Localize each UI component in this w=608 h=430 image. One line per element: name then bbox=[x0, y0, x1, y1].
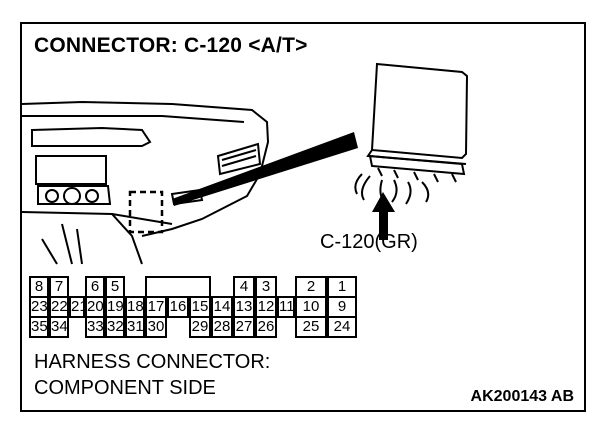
figure-code: AK200143 AB bbox=[470, 388, 574, 405]
connector-pin: 15 bbox=[189, 296, 211, 318]
connector-pin: 28 bbox=[211, 316, 233, 338]
connector-pin-number: 18 bbox=[127, 298, 144, 315]
connector-pin: 33 bbox=[85, 316, 105, 338]
connector-pin-number: 22 bbox=[51, 298, 68, 315]
connector-pin: 4 bbox=[233, 276, 255, 298]
connector-pin: 14 bbox=[211, 296, 233, 318]
connector-pin-number: 25 bbox=[302, 318, 320, 335]
connector-pin: 25 bbox=[295, 316, 327, 338]
connector-pin-number: 35 bbox=[31, 318, 48, 335]
connector-pin: 18 bbox=[125, 296, 145, 318]
connector-pin: 22 bbox=[49, 296, 69, 318]
connector-pin: 31 bbox=[125, 316, 145, 338]
connector-pin-number: 6 bbox=[90, 278, 100, 295]
diagram-title: CONNECTOR: C-120 <A/T> bbox=[34, 34, 308, 57]
connector-pin-number: 19 bbox=[107, 298, 124, 315]
connector-pin-number: 16 bbox=[169, 298, 187, 315]
connector-pin: 32 bbox=[105, 316, 125, 338]
control-module-drawing bbox=[354, 62, 469, 205]
leader-wedge bbox=[172, 132, 358, 206]
connector-pin-number: 9 bbox=[337, 298, 347, 315]
connector-pin-number: 14 bbox=[213, 298, 231, 315]
connector-pin-number: 30 bbox=[147, 318, 165, 335]
connector-pin-number: 5 bbox=[110, 278, 120, 295]
connector-pin: 12 bbox=[255, 296, 277, 318]
connector-pin: 30 bbox=[145, 316, 167, 338]
connector-pin: 1 bbox=[327, 276, 357, 298]
connector-pin: 27 bbox=[233, 316, 255, 338]
callout-arrow bbox=[372, 192, 395, 240]
connector-pin: 35 bbox=[29, 316, 49, 338]
connector-pin: 2 bbox=[295, 276, 327, 298]
connector-pin: 9 bbox=[327, 296, 357, 318]
connector-pin-number: 2 bbox=[306, 278, 316, 295]
connector-pin-number: 27 bbox=[235, 318, 253, 335]
connector-pin: 26 bbox=[255, 316, 277, 338]
connector-pin: 23 bbox=[29, 296, 49, 318]
harness-caption-line2: COMPONENT SIDE bbox=[34, 377, 216, 399]
connector-pin-number: 15 bbox=[191, 298, 209, 315]
connector-pin: 10 bbox=[295, 296, 327, 318]
connector-pin-number: 20 bbox=[87, 298, 104, 315]
connector-pin-number: 13 bbox=[235, 298, 253, 315]
connector-pin: 17 bbox=[145, 296, 167, 318]
connector-pin-number: 29 bbox=[191, 318, 209, 335]
connector-pin: 19 bbox=[105, 296, 125, 318]
connector-pin: 13 bbox=[233, 296, 255, 318]
connector-pin: 7 bbox=[49, 276, 69, 298]
connector-location-marker bbox=[128, 190, 164, 234]
connector-pin-number: 26 bbox=[257, 318, 275, 335]
connector-pin: 20 bbox=[85, 296, 105, 318]
connector-pin-number: 33 bbox=[87, 318, 104, 335]
connector-pin: 29 bbox=[189, 316, 211, 338]
connector-pin: 8 bbox=[29, 276, 49, 298]
connector-pin: 16 bbox=[167, 296, 189, 318]
connector-pin-number: 11 bbox=[279, 298, 295, 315]
connector-pin: 34 bbox=[49, 316, 69, 338]
connector-pin: 21 bbox=[69, 296, 88, 318]
dashboard-illustration bbox=[22, 62, 469, 265]
connector-pin: 24 bbox=[327, 316, 357, 338]
connector-pin-number: 32 bbox=[107, 318, 124, 335]
connector-pin-number: 23 bbox=[31, 298, 48, 315]
connector-pin: 6 bbox=[85, 276, 105, 298]
connector-pin-number: 21 bbox=[71, 298, 88, 315]
harness-caption-line1: HARNESS CONNECTOR: bbox=[34, 351, 271, 373]
connector-pin-number: 34 bbox=[51, 318, 68, 335]
dashboard-drawing bbox=[22, 100, 270, 265]
connector-pin-number: 4 bbox=[239, 278, 249, 295]
connector-pin-number: 17 bbox=[147, 298, 165, 315]
diagram-frame: CONNECTOR: C-120 <A/T> bbox=[20, 22, 586, 412]
connector-pin-number: 12 bbox=[257, 298, 275, 315]
connector-pin-number: 24 bbox=[333, 318, 351, 335]
connector-pin-number: 1 bbox=[337, 278, 347, 295]
connector-pin-number: 7 bbox=[54, 278, 64, 295]
connector-pin-number: 10 bbox=[302, 298, 320, 315]
connector-pin-number: 8 bbox=[34, 278, 44, 295]
connector-pin: 5 bbox=[105, 276, 125, 298]
connector-pin-number: 3 bbox=[261, 278, 271, 295]
connector-pin-number: 28 bbox=[213, 318, 231, 335]
connector-pin: 3 bbox=[255, 276, 277, 298]
connector-callout-label: C-120(GR) bbox=[320, 231, 418, 253]
connector-pin: 11 bbox=[277, 296, 295, 318]
connector-pin-number: 31 bbox=[127, 318, 144, 335]
